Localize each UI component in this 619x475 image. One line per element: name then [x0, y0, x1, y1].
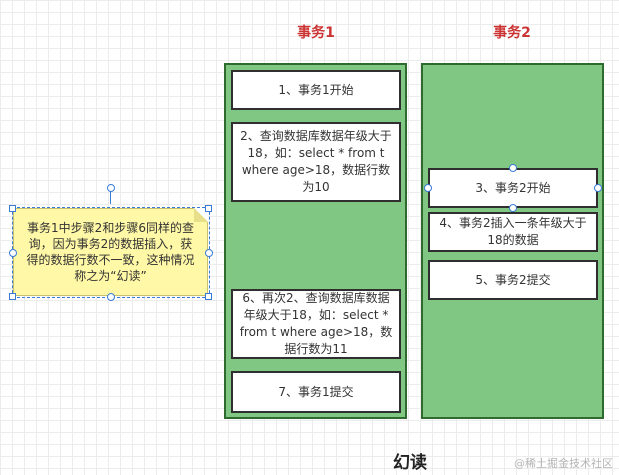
- step-5-tx2-commit[interactable]: 5、事务2提交: [428, 260, 598, 300]
- step-1-tx1-start[interactable]: 1、事务1开始: [231, 70, 401, 110]
- note-handle-left[interactable]: [9, 249, 17, 257]
- diagram-caption: 幻读: [393, 453, 427, 473]
- column-title-tx1: 事务1: [297, 25, 335, 41]
- step-6-tx1-requery[interactable]: 6、再次2、查询数据库数据年级大于18，如：select * from t wh…: [231, 289, 401, 359]
- sticky-note-text: 事务1中步骤2和步骤6同样的查询，因为事务2的数据插入，获得的数据行数不一致，这…: [26, 221, 195, 283]
- note-handle-bottom[interactable]: [107, 293, 115, 301]
- note-handle-right[interactable]: [205, 249, 213, 257]
- step-3-tx2-start[interactable]: 3、事务2开始: [428, 168, 598, 208]
- note-handle-tr[interactable]: [205, 205, 212, 212]
- step-4-tx2-insert[interactable]: 4、事务2插入一条年级大于18的数据: [428, 212, 598, 252]
- rotate-connector: [110, 190, 111, 204]
- lane-transaction-1[interactable]: [224, 63, 407, 419]
- sticky-note[interactable]: 事务1中步骤2和步骤6同样的查询，因为事务2的数据插入，获得的数据行数不一致，这…: [13, 208, 208, 296]
- note-handle-tl[interactable]: [9, 205, 16, 212]
- selection-handle-top[interactable]: [509, 164, 517, 172]
- selection-handle-bottom[interactable]: [509, 204, 517, 212]
- selection-handle-left[interactable]: [424, 184, 432, 192]
- note-handle-bl[interactable]: [9, 293, 16, 300]
- selection-handle-right[interactable]: [594, 184, 602, 192]
- step-7-tx1-commit[interactable]: 7、事务1提交: [231, 371, 401, 413]
- step-2-tx1-query[interactable]: 2、查询数据库数据年级大于18，如：select * from t where …: [231, 122, 401, 202]
- column-title-tx2: 事务2: [493, 25, 531, 41]
- watermark: @稀土掘金技术社区: [514, 457, 613, 470]
- rotate-handle[interactable]: [107, 184, 115, 192]
- note-corner-fold: [194, 208, 208, 222]
- note-handle-br[interactable]: [205, 293, 212, 300]
